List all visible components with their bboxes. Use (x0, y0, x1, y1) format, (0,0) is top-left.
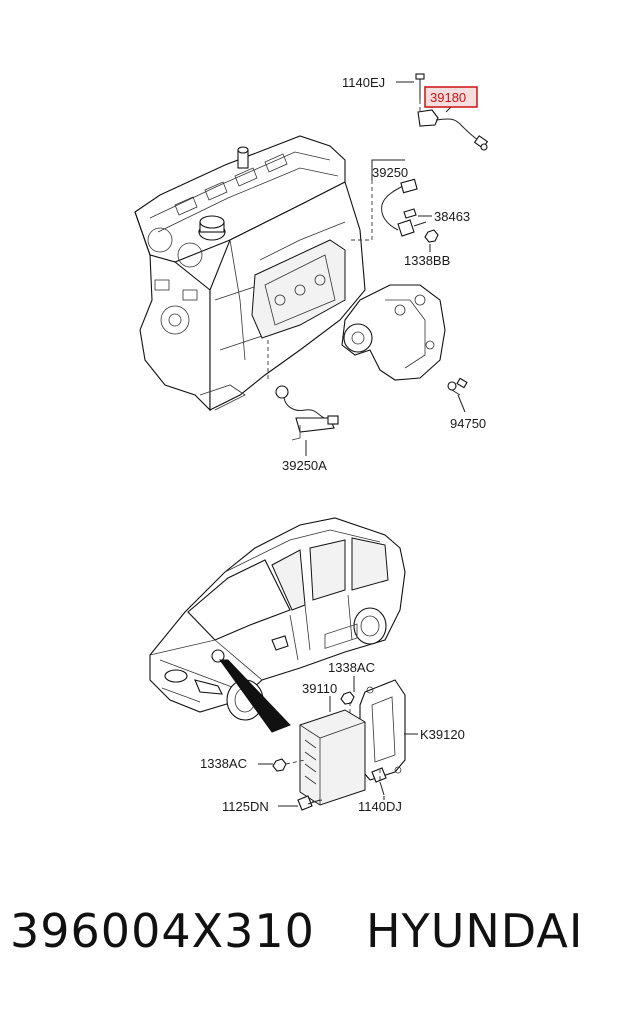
part-footer: 396004X310 HYUNDAI (0, 904, 620, 974)
callout-39110: 39110 (302, 681, 337, 696)
vehicle-illustration (149, 517, 406, 733)
callout-39250: 39250 (372, 165, 408, 180)
callout-39180[interactable]: 39180 (430, 90, 466, 105)
callout-39250a: 39250A (282, 458, 327, 473)
callout-38463: 38463 (434, 209, 470, 224)
callout-1140dj: 1140DJ (358, 799, 402, 814)
accessory-bracket (341, 284, 468, 396)
sensor-39250-assembly (348, 159, 439, 243)
brand-name: HYUNDAI (366, 904, 584, 958)
engine-block (134, 135, 366, 412)
leader-lines (258, 81, 466, 807)
highlight-box-39180 (424, 86, 478, 108)
ecu-assembly (272, 623, 406, 811)
sensor-39250a-assembly (267, 340, 339, 441)
part-number: 396004X310 (10, 904, 315, 958)
sensor-39180-assembly (415, 73, 489, 151)
callout-1140ej: 1140EJ (342, 75, 385, 90)
callout-1125dn: 1125DN (222, 799, 269, 814)
callout-k39120: K39120 (420, 727, 465, 742)
callout-94750: 94750 (450, 416, 486, 431)
callout-1338bb: 1338BB (404, 253, 450, 268)
callout-1338ac-top: 1338AC (328, 660, 375, 675)
callout-1338ac-left: 1338AC (200, 756, 247, 771)
